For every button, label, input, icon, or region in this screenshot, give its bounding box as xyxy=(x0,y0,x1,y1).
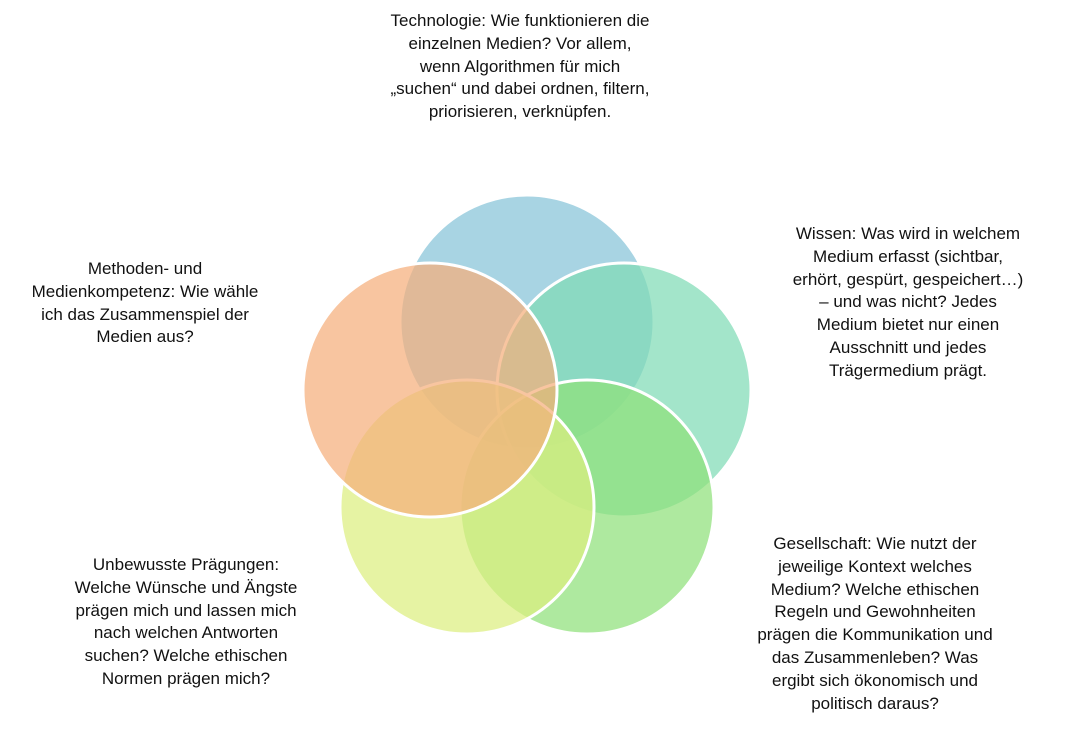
label-line: Gesellschaft: Wie nutzt der xyxy=(773,534,977,553)
label-line: ich das Zusammenspiel der xyxy=(41,304,249,324)
label-line: Ausschnitt und jedes xyxy=(829,337,987,357)
label-line: Trägermedium prägt. xyxy=(828,360,988,380)
label-line: prägen mich und lassen mich xyxy=(75,600,297,620)
label-line: Wissen: Was wird in welchem xyxy=(795,224,1021,243)
label-line: nach welchen Antworten xyxy=(93,623,279,643)
label-line: jeweilige Kontext welches xyxy=(778,556,972,576)
label-praegungen: Unbewusste Prägungen: Welche Wünsche und … xyxy=(36,554,336,691)
label-line: Technologie: Wie funktionieren die xyxy=(390,11,650,30)
label-line: Medium? Welche ethischen xyxy=(770,579,980,599)
circle-methoden xyxy=(301,261,559,519)
label-line: suchen? Welche ethischen xyxy=(84,646,288,666)
label-line: Medienkompetenz: Wie wähle xyxy=(31,281,259,301)
label-line: Regeln und Gewohnheiten xyxy=(774,602,976,622)
label-line: Medien aus? xyxy=(96,327,194,347)
label-gesellschaft: Gesellschaft: Wie nutzt der jeweilige Kon… xyxy=(715,533,1035,715)
label-line: Unbewusste Prägungen: xyxy=(92,555,280,574)
label-line: das Zusammenleben? Was xyxy=(771,647,979,667)
label-line: Medium bietet nur einen xyxy=(816,315,1000,335)
label-line: Normen prägen mich? xyxy=(101,668,271,688)
label-line: Welche Wünsche und Ängste xyxy=(74,577,298,597)
label-line: priorisieren, verknüpfen. xyxy=(428,102,612,122)
label-technologie: Technologie: Wie funktionieren die einzel… xyxy=(320,10,720,124)
label-line: prägen die Kommunikation und xyxy=(757,625,993,645)
label-line: – und was nicht? Jedes xyxy=(819,292,997,312)
label-line: ergibt sich ökonomisch und xyxy=(771,670,978,690)
label-line: Medium erfasst (sichtbar, xyxy=(813,246,1003,266)
label-line: erhört, gespürt, gespeichert…) xyxy=(792,269,1024,289)
label-line: wenn Algorithmen für mich xyxy=(419,56,621,76)
label-line: „suchen“ und dabei ordnen, filtern, xyxy=(390,79,650,99)
label-line: politisch daraus? xyxy=(811,693,939,713)
label-line: Methoden- und xyxy=(87,259,203,278)
label-line: einzelnen Medien? Vor allem, xyxy=(408,33,632,53)
